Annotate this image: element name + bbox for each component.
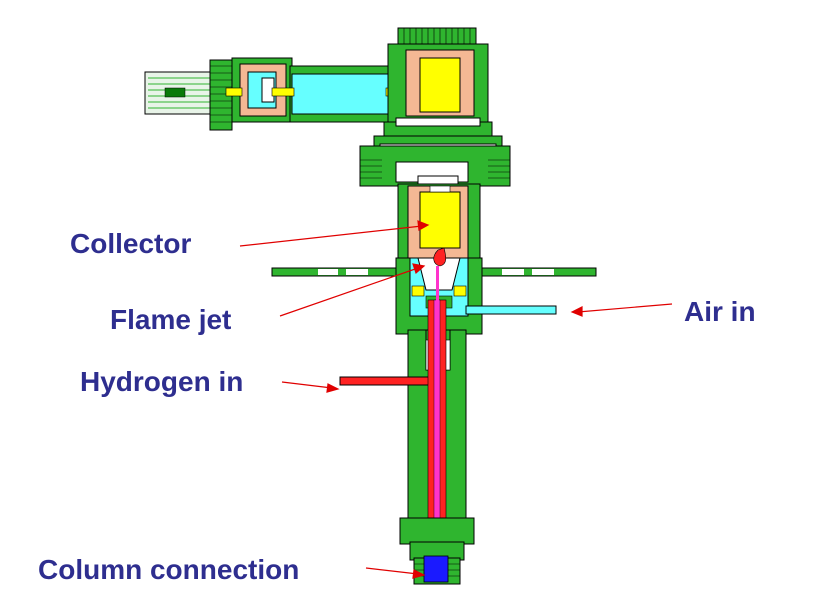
air-pointer — [577, 303, 673, 313]
air-inlet-tube — [465, 305, 557, 315]
connector-pin-icon — [164, 87, 186, 98]
top-cap-assembly — [359, 27, 511, 187]
collector-body — [397, 183, 481, 269]
air-in-label: Air in — [684, 296, 756, 327]
flame-jet-pointer — [279, 267, 419, 317]
hydrogen-in-label: Hydrogen in — [80, 366, 244, 397]
upper-collector-element — [419, 57, 461, 113]
column-pointer — [365, 567, 419, 575]
hydrogen-pointer — [281, 381, 333, 389]
flame-jet-label: Flame jet — [110, 304, 232, 335]
connector-plug-ribs — [148, 77, 210, 109]
collector-electrode — [419, 191, 461, 249]
bottom-fitting — [399, 517, 475, 545]
signal-arm-insulator — [291, 73, 389, 115]
collector-label: Collector — [70, 228, 192, 259]
collector-pointer — [239, 225, 423, 247]
flame-icon — [433, 247, 447, 267]
hydrogen-inlet-tube — [339, 376, 433, 386]
detector-base — [395, 247, 557, 335]
column-connection-label: Column connection — [38, 554, 300, 585]
column-connection-fitting — [423, 555, 449, 583]
signal-connector-assembly — [144, 57, 417, 131]
pointer-lines — [239, 220, 673, 579]
